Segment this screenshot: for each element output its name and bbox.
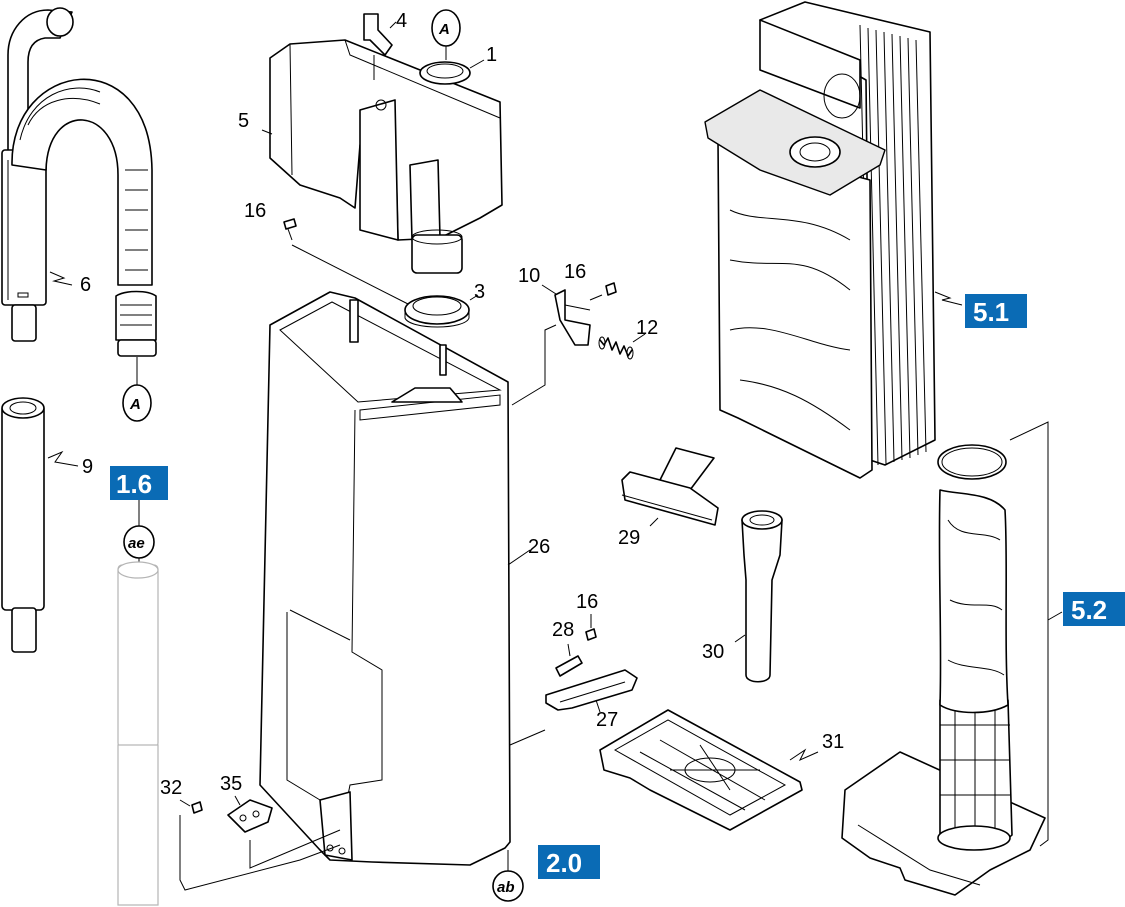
callout-32: 32 bbox=[160, 777, 182, 799]
callout-35: 35 bbox=[220, 773, 242, 795]
callout-28: 28 bbox=[552, 619, 574, 641]
svg-text:1.6: 1.6 bbox=[116, 469, 152, 499]
callout-6: 6 bbox=[80, 274, 91, 296]
svg-text:5.2: 5.2 bbox=[1071, 595, 1107, 625]
callout-1: 1 bbox=[486, 44, 497, 66]
part-5-2-cartridge-filter bbox=[841, 444, 1046, 896]
part-28-clip bbox=[555, 655, 583, 677]
badge-5-1: 5.1 bbox=[965, 294, 1027, 328]
part-10-bracket bbox=[554, 289, 591, 346]
callout-12: 12 bbox=[636, 317, 658, 339]
part-16-screw-bracket bbox=[589, 282, 617, 301]
part-5-1-filter-bag-pack bbox=[704, 1, 936, 479]
part-30-crevice-tool bbox=[741, 510, 783, 683]
reference-ab-label: ab bbox=[497, 879, 515, 896]
callout-31: 31 bbox=[822, 731, 844, 753]
part-35-cover-plate bbox=[227, 799, 273, 833]
reference-ab bbox=[492, 870, 524, 902]
badge-2-0: 2.0 bbox=[538, 845, 600, 879]
callout-4: 4 bbox=[396, 10, 407, 32]
callout-27: 27 bbox=[596, 709, 618, 731]
svg-text:5.1: 5.1 bbox=[973, 297, 1009, 327]
callout-16-top: 16 bbox=[244, 200, 266, 222]
callout-10: 10 bbox=[518, 265, 540, 287]
callout-29: 29 bbox=[618, 527, 640, 549]
part-27-latch bbox=[545, 669, 638, 711]
callout-26: 26 bbox=[528, 536, 550, 558]
part-26-container-housing bbox=[259, 291, 511, 866]
part-16-screw-top bbox=[283, 218, 297, 241]
callout-16-bracket: 16 bbox=[564, 261, 586, 283]
callout-16-clip: 16 bbox=[576, 591, 598, 613]
part-32-screw bbox=[191, 801, 203, 814]
part-29-floor-nozzle bbox=[621, 447, 719, 526]
part-16-screw-clip bbox=[585, 628, 597, 641]
reference-a-top-label: A bbox=[438, 21, 450, 38]
ghost-tube-1-6 bbox=[117, 561, 159, 906]
callout-3: 3 bbox=[474, 281, 485, 303]
part-1-retaining-ring bbox=[419, 61, 471, 85]
part-31-base-plate bbox=[599, 709, 803, 831]
reference-a-hose bbox=[122, 384, 152, 422]
part-9-extension-tube bbox=[1, 397, 45, 653]
callout-5: 5 bbox=[238, 110, 249, 132]
part-6-handle-hose-assembly bbox=[1, 7, 157, 357]
callout-9: 9 bbox=[82, 456, 93, 478]
part-4-clip bbox=[363, 13, 393, 56]
badge-5-2: 5.2 bbox=[1063, 592, 1125, 626]
callout-30: 30 bbox=[702, 641, 724, 663]
part-12-spring bbox=[598, 336, 634, 360]
part-5-top-cover bbox=[269, 39, 503, 274]
svg-text:2.0: 2.0 bbox=[546, 848, 582, 878]
badge-1-6: 1.6 bbox=[110, 466, 168, 500]
part-3-seal-ring bbox=[404, 295, 470, 328]
reference-ae-label: ae bbox=[128, 535, 145, 552]
reference-a-hose-label: A bbox=[129, 396, 141, 413]
